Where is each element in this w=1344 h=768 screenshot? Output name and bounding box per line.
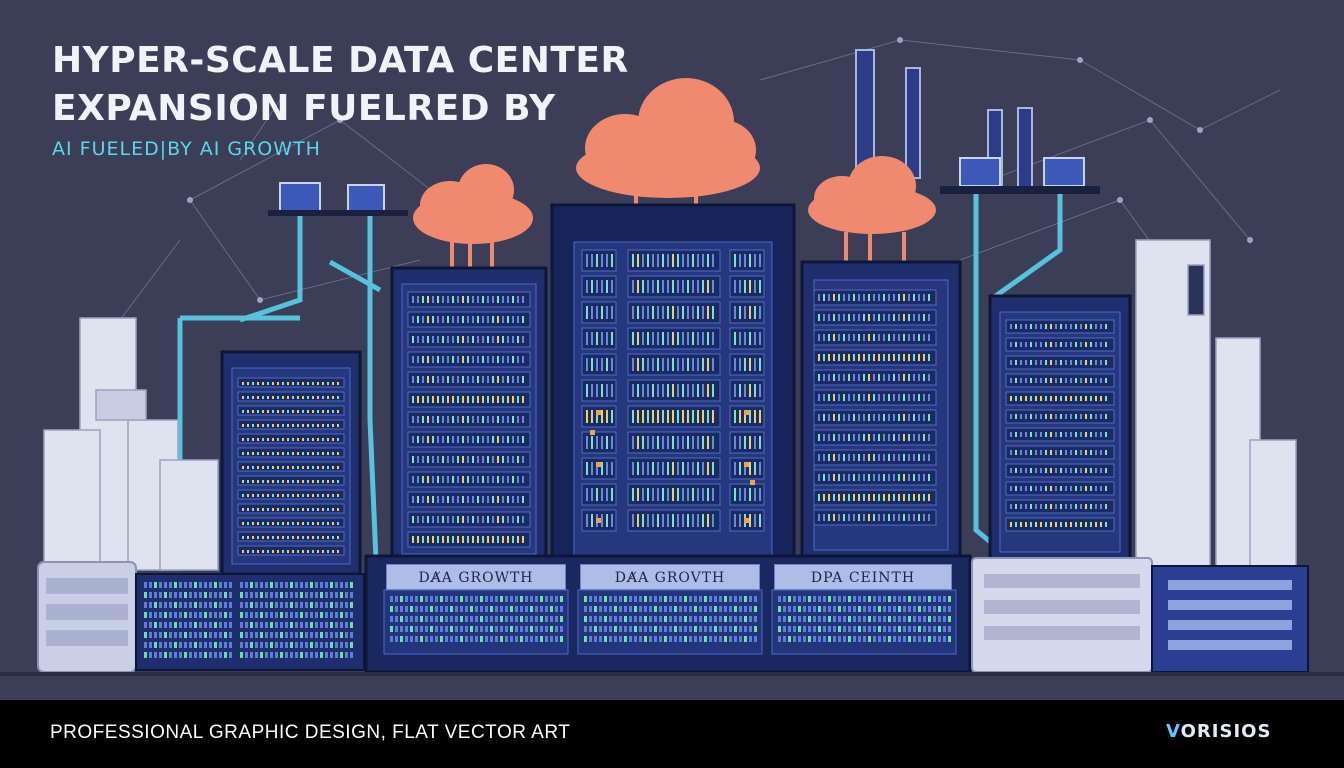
footer-caption: PROFESSIONAL GRAPHIC DESIGN, FLAT VECTOR… (50, 722, 571, 743)
brand-logo: VORISIOS (1166, 721, 1271, 742)
left-building (43, 317, 219, 571)
rack-label-3: DPA CEINTH (774, 564, 952, 590)
network-nodes (187, 37, 1253, 303)
right-building (1135, 239, 1297, 571)
cloud-right (808, 156, 936, 234)
small-server-modules (268, 157, 1100, 216)
data-center-illustration (0, 37, 1344, 676)
cloud-center (576, 78, 760, 198)
base-unit-slots (144, 582, 951, 658)
rack-label-2: DA̸A GROVTH (580, 564, 760, 590)
right-base-unit (971, 557, 1309, 673)
headline-subline: AI FUELED|BY AI GROWTH (52, 138, 321, 160)
rack-status-lights (242, 254, 1107, 553)
brand-prefix: V (1166, 721, 1181, 742)
headline-line-1: HYPER-SCALE DATA CENTER (52, 40, 629, 81)
brand-rest: ORISIOS (1180, 721, 1272, 742)
footer-bar (0, 700, 1344, 768)
cloud-left (413, 164, 533, 244)
network-lines (119, 39, 1281, 321)
rack-label-1: DA̸A GROWTH (386, 564, 566, 590)
floor-line (0, 672, 1344, 676)
headline-line-2: EXPANSION FUELRED BY (52, 88, 556, 129)
